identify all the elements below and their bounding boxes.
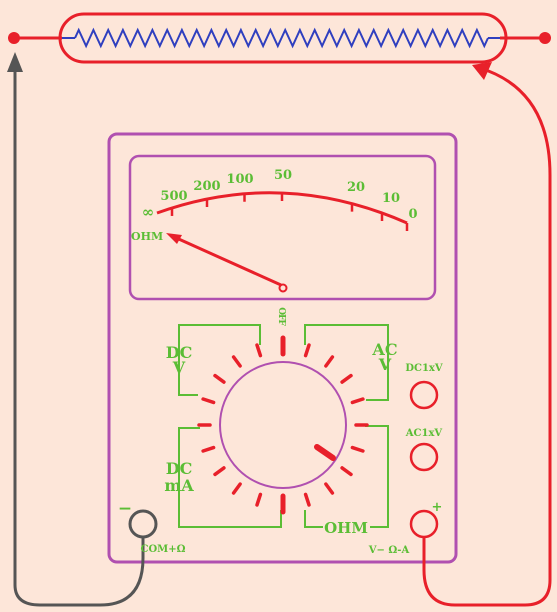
dcv-label-dc: DC — [166, 343, 193, 362]
ac1xv-jack[interactable] — [409, 442, 439, 472]
com-lead-arrow — [7, 52, 23, 72]
scale-label-500: 500 — [160, 189, 187, 204]
needle-tip — [166, 233, 182, 244]
resistor-body — [58, 12, 508, 64]
dcv-bracket — [178, 324, 261, 396]
left-terminal-dot — [8, 32, 20, 44]
selector-tick — [201, 397, 216, 405]
v-ohm-a-jack[interactable] — [409, 509, 439, 539]
selector-dial — [219, 361, 347, 489]
off-label-o: OFF — [276, 307, 286, 326]
v-ohm-a-label: V− Ω-A — [368, 545, 410, 556]
selector-tick — [255, 492, 263, 507]
acv-label-v: V — [378, 355, 392, 374]
scale-label-100: 100 — [226, 172, 253, 187]
meter-needle — [171, 234, 282, 287]
scale-label-10: 10 — [382, 191, 400, 206]
scale-label-0: 0 — [408, 207, 417, 222]
meter-display: ∞ 500 200 100 50 20 10 0 OHM — [128, 154, 437, 301]
acv-bracket — [304, 324, 389, 401]
positive-plus-sign: + — [432, 500, 443, 515]
dc1xv-label: DC1xV — [405, 363, 443, 374]
selector-tick — [303, 343, 311, 358]
scale-ticks — [170, 193, 409, 231]
ac1xv-label: AC1xV — [405, 428, 443, 439]
selector-tick — [213, 373, 226, 384]
ohm-label-bg — [324, 518, 368, 536]
range-selector-knob[interactable] — [197, 335, 369, 515]
selector-tick — [231, 355, 242, 368]
dc1xv-jack[interactable] — [409, 380, 439, 410]
selector-tick — [350, 445, 365, 453]
selector-tick — [324, 482, 335, 495]
scale-label-200: 200 — [193, 179, 220, 194]
selector-pointer — [314, 444, 336, 461]
com-minus-sign: − — [118, 499, 132, 519]
com-test-lead — [13, 62, 145, 607]
multimeter-body — [107, 132, 458, 564]
positive-lead-arrow — [472, 62, 492, 80]
resistor-coil — [74, 27, 489, 49]
selector-tick — [340, 373, 353, 384]
selector-tick — [213, 466, 226, 477]
acv-label-ac: AC — [371, 340, 397, 359]
selector-tick — [350, 397, 365, 405]
dcma-label-dc: DC — [166, 459, 193, 478]
dcv-label-v: V — [172, 358, 186, 377]
scale-unit-ohm: OHM — [131, 230, 163, 243]
selector-tick — [231, 482, 242, 495]
com-jack-label: COM+Ω — [140, 544, 185, 555]
dcma-label-ma: mA — [164, 476, 194, 495]
selector-position-ticks — [197, 335, 369, 515]
com-jack[interactable] — [128, 509, 158, 539]
range-brackets — [178, 324, 389, 528]
ohm-range-label: OHM — [324, 519, 368, 537]
positive-test-lead — [422, 66, 552, 607]
right-terminal-dot — [539, 32, 551, 44]
ohm-bracket-left — [304, 510, 323, 528]
selector-tick — [303, 492, 311, 507]
selector-tick — [324, 355, 335, 368]
selector-tick — [255, 343, 263, 358]
ohm-bracket-right — [365, 425, 389, 528]
scale-label-20: 20 — [347, 180, 365, 195]
resistor-assembly — [8, 12, 551, 64]
meter-window — [128, 154, 437, 301]
selector-tick — [340, 466, 353, 477]
needle-pivot — [278, 283, 288, 293]
selector-tick — [201, 445, 216, 453]
scale-label-infinity: ∞ — [142, 203, 155, 221]
scale-label-50: 50 — [274, 168, 292, 183]
dcma-bracket — [178, 427, 282, 528]
